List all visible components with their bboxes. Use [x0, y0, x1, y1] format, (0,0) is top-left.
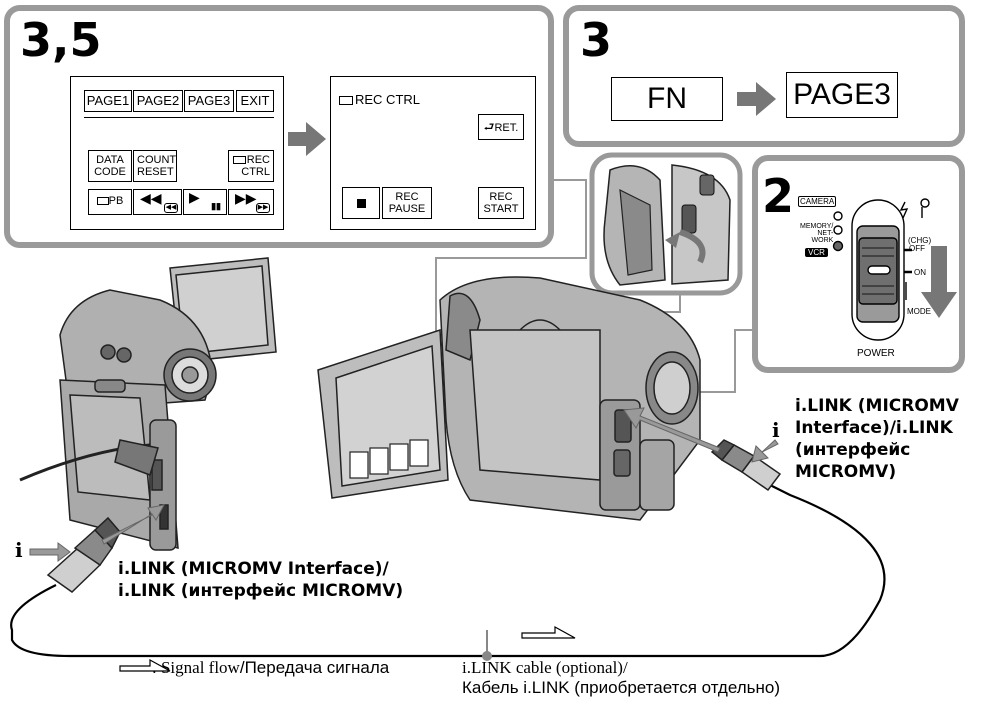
plug-arrow-right-icon [623, 407, 779, 463]
data-code-line2: CODE [94, 166, 126, 178]
vcr-mode-label: VCR [805, 248, 828, 257]
ilink-right-line2: Interface)/i.LINK [795, 418, 953, 438]
off-label: OFF [909, 244, 925, 253]
ilink-right-line1: i.LINK (MICROMV [795, 396, 959, 416]
page3-label: PAGE3 [793, 78, 891, 111]
tab-exit-label: EXIT [240, 93, 270, 108]
step-2-number: 2 [762, 169, 795, 223]
tab-exit[interactable]: EXIT [236, 90, 274, 112]
connector-detail-inset [589, 152, 743, 296]
rewind-button[interactable]: ◀◀ ◀◀ [133, 189, 182, 215]
rec-pause-button[interactable]: REC PAUSE [382, 187, 432, 219]
cassette-icon [232, 156, 246, 165]
tab-page2[interactable]: PAGE2 [133, 90, 183, 112]
count-reset-line2: RESET [137, 166, 174, 178]
step-3-panel [563, 5, 965, 147]
rec-pause-line1: REC [395, 191, 419, 203]
ilink-left-line1: i.LINK (MICROMV Interface)/ [118, 559, 389, 579]
rec-start-button[interactable]: REC START [478, 187, 524, 219]
memory-line2: NET- [817, 230, 834, 237]
pb-label: PB [108, 195, 124, 207]
rec-ctrl-title-text: REC CTRL [355, 92, 421, 107]
rec-pause-line2: PAUSE [388, 203, 426, 215]
stop-button[interactable] [342, 187, 380, 219]
fast-forward-icon: ▶▶ [235, 190, 257, 206]
camera-mode-label: CAMERA [798, 196, 837, 207]
tab-page3[interactable]: PAGE3 [184, 90, 234, 112]
pb-button[interactable]: PB [88, 189, 132, 215]
cable-label: i.LINK cable (optional)/ Кабель i.LINK (… [462, 658, 780, 698]
rec-ctrl-line2: CTRL [241, 166, 270, 178]
play-icon: ▶ [189, 189, 200, 205]
rec-ctrl-line1: REC [246, 154, 270, 166]
tab-page1-label: PAGE1 [86, 93, 130, 108]
signal-flow-en: : Signal flow [152, 658, 240, 677]
cable-marker [482, 630, 492, 661]
rec-ctrl-button[interactable]: REC CTRL [228, 150, 274, 182]
play-button[interactable]: ▶ ▮▮ [183, 189, 227, 215]
on-label: ON [914, 268, 926, 277]
step-35-number: 3,5 [20, 13, 102, 67]
fn-button[interactable]: FN [611, 77, 723, 121]
left-camcorder [19, 257, 277, 551]
mode-label: MODE [907, 307, 931, 316]
right-camcorder [317, 276, 701, 521]
cable-line1: i.LINK cable (optional)/ [462, 658, 628, 677]
step-3-number: 3 [580, 13, 613, 67]
memory-mode-label: MEMORY/ NET- WORK [800, 223, 833, 244]
fn-label: FN [647, 82, 687, 115]
ilink-left-line2: i.LINK (интерфейс MICROMV) [118, 581, 404, 601]
ilink-right-line3: (интерфейс [795, 440, 911, 460]
pb-icon [96, 197, 109, 206]
fast-forward-button[interactable]: ▶▶ ▶▶ [228, 189, 274, 215]
return-icon: ⮐ [483, 120, 495, 134]
ilink-right-line4: MICROMV) [795, 462, 897, 482]
data-code-line1: DATA [96, 154, 124, 166]
cable-line2: Кабель i.LINK (приобретается отдельно) [462, 678, 781, 697]
count-reset-button[interactable]: COUNT RESET [133, 150, 177, 182]
data-code-button[interactable]: DATA CODE [88, 150, 132, 182]
cable-connector-left [46, 516, 121, 593]
memory-line3: WORK [811, 237, 834, 244]
chg-label: (CHG) [908, 236, 932, 245]
rewind-icon: ◀◀ [140, 190, 162, 206]
signal-flow-arrow-icon [521, 625, 576, 639]
page3-button[interactable]: PAGE3 [786, 72, 898, 118]
ilink-right-label: i.LINK (MICROMV Interface)/i.LINK (интер… [795, 395, 959, 483]
tab-page2-label: PAGE2 [136, 93, 180, 108]
return-button[interactable]: ⮐RET. [478, 114, 524, 140]
rec-ctrl-title: REC CTRL [339, 92, 420, 107]
plug-arrow-left-icon [29, 504, 165, 562]
ff-small-icon: ▶▶ [256, 203, 270, 213]
return-label: RET. [494, 122, 519, 134]
rewind-small-icon: ◀◀ [164, 203, 178, 213]
power-label: POWER [857, 348, 895, 359]
ilink-mark-left: i [15, 538, 23, 562]
ilink-left-label: i.LINK (MICROMV Interface)/ i.LINK (инте… [118, 558, 403, 602]
rec-start-line1: REC [489, 191, 513, 203]
count-reset-line1: COUNT [137, 154, 177, 166]
cassette-icon-title [339, 96, 353, 106]
ilink-mark-right: i [772, 418, 780, 442]
signal-flow-legend: : Signal flow/Передача сигнала [120, 658, 389, 678]
tab-page3-label: PAGE3 [187, 93, 231, 108]
rec-start-line2: START [483, 203, 519, 215]
signal-flow-ru: /Передача сигнала [239, 658, 390, 677]
stop-icon [357, 199, 366, 208]
tab-page1[interactable]: PAGE1 [84, 90, 132, 112]
cable-connector-right [710, 439, 782, 492]
pause-icon: ▮▮ [211, 201, 221, 211]
memory-line1: MEMORY/ [800, 223, 834, 230]
tab-underline [84, 117, 274, 118]
